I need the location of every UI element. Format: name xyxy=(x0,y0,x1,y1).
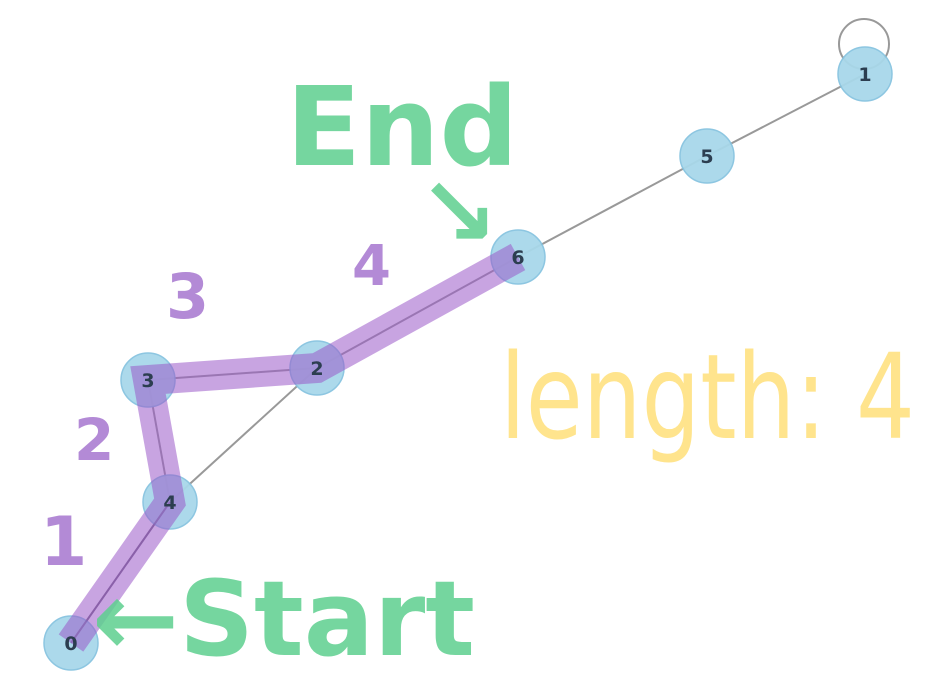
start-label: ←Start xyxy=(92,558,475,680)
end-annotation: End ↘ xyxy=(286,63,518,268)
step-number-3: 3 xyxy=(166,260,209,333)
node-label-6: 6 xyxy=(511,247,524,269)
node-label-3: 3 xyxy=(141,370,154,392)
edge-6-5 xyxy=(517,155,708,258)
node-label-1: 1 xyxy=(858,64,871,86)
edge-4-2 xyxy=(169,367,318,503)
node-labels: 0 4 3 2 6 5 1 xyxy=(64,64,871,655)
node-label-0: 0 xyxy=(64,633,77,655)
path-length-label: length: 4 xyxy=(500,328,915,466)
edge-step-numbers: 1 2 3 4 xyxy=(40,234,391,582)
node-label-5: 5 xyxy=(700,146,713,168)
node-1 xyxy=(837,46,893,102)
step-number-1: 1 xyxy=(40,503,87,582)
step-number-4: 4 xyxy=(352,234,391,299)
end-label: End xyxy=(286,63,518,191)
node-label-2: 2 xyxy=(310,358,323,380)
node-5 xyxy=(679,128,735,184)
node-label-4: 4 xyxy=(163,492,176,514)
end-arrow: ↘ xyxy=(418,156,498,268)
edge-5-1 xyxy=(706,73,866,157)
path-inner-line xyxy=(70,501,171,644)
step-number-2: 2 xyxy=(74,406,114,474)
